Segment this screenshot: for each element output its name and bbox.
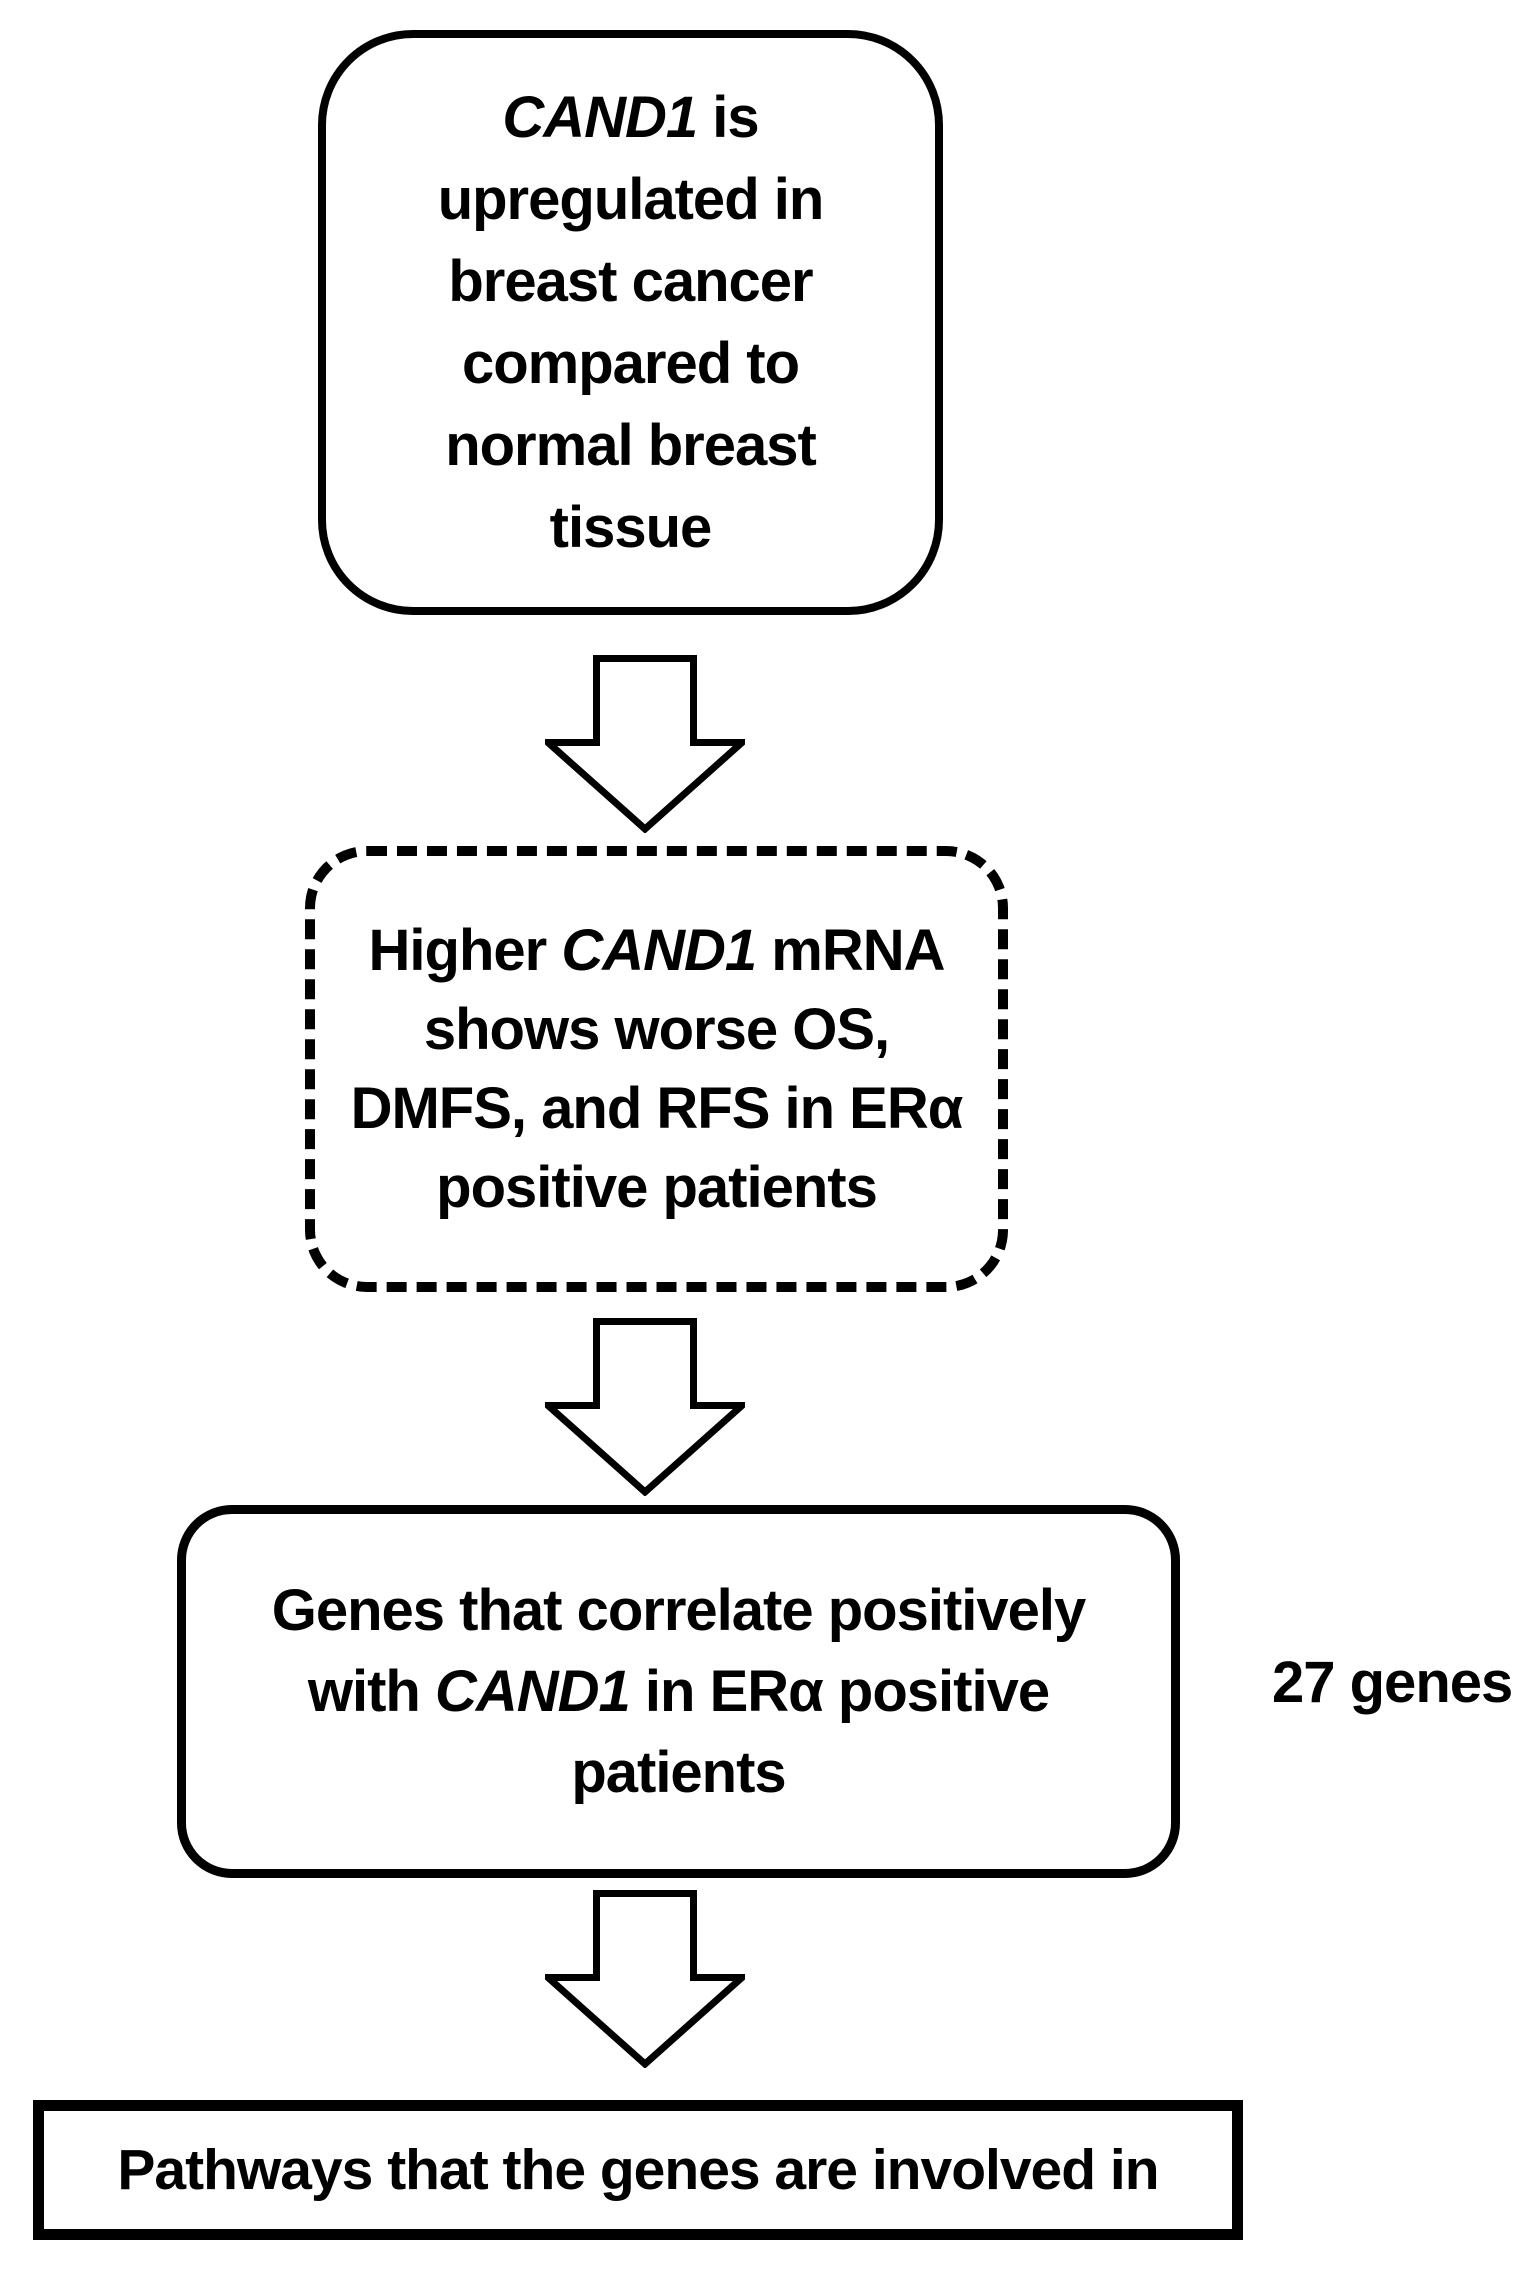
node-text-line: normal breast — [445, 412, 817, 478]
node-text-line: breast cancer — [448, 248, 813, 314]
node-text-segment: is — [697, 84, 759, 150]
flowchart-node-correlated-genes: Genes that correlate positively with CAN… — [177, 1505, 1180, 1878]
flowchart-node-cand1-upregulated: CAND1 is upregulated in breast cancer co… — [318, 30, 943, 615]
node-text-line: Pathways that the genes are involved in — [117, 2138, 1159, 2202]
node-text-segment: in ERα positive — [629, 1659, 1050, 1724]
flowchart-node-higher-mrna-survival: Higher CAND1 mRNA shows worse OS, DMFS, … — [305, 846, 1008, 1292]
node-text-line: patients — [571, 1740, 786, 1805]
node-text-line: upregulated in — [437, 166, 825, 232]
down-arrow-icon — [545, 1890, 745, 2068]
node-text-line: Higher CAND1 mRNA — [368, 911, 946, 990]
gene-count-label: 27 genes — [1272, 1650, 1513, 1715]
gene-name-italic: CAND1 — [434, 1659, 631, 1724]
node-text-line: shows worse OS, — [423, 997, 890, 1062]
node-text-line: with CAND1 in ERα positive — [307, 1651, 1050, 1732]
node-text-line: Genes that correlate positively — [271, 1578, 1087, 1643]
node-text-line: DMFS, and RFS in ERα — [350, 1076, 964, 1141]
flowchart-node-pathways: Pathways that the genes are involved in — [33, 2100, 1243, 2240]
node-text-line: compared to — [461, 330, 800, 396]
node-text-line: positive patients — [436, 1155, 878, 1220]
down-arrow-icon — [545, 655, 745, 833]
gene-name-italic: CAND1 — [561, 918, 757, 983]
node-text-segment: Higher — [368, 918, 562, 983]
gene-name-italic: CAND1 — [502, 84, 698, 150]
node-text-line: tissue — [549, 494, 713, 560]
node-text-line: CAND1 is — [502, 77, 759, 159]
node-text-segment: with — [307, 1659, 435, 1724]
node-text-segment: mRNA — [756, 918, 945, 983]
down-arrow-icon — [545, 1318, 745, 1496]
